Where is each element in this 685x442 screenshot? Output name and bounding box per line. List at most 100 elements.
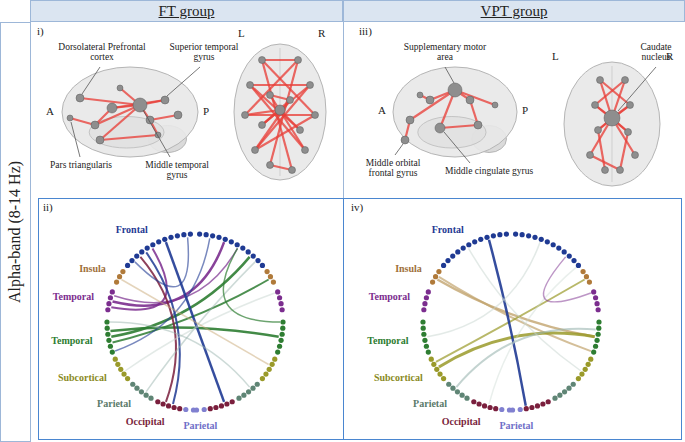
lobe-label: Temporal [53,291,94,302]
region-node [617,167,624,174]
region-dot [264,269,269,274]
lobe-label: Frontal [432,224,464,235]
region-dot [139,389,144,394]
connection-line [440,125,478,128]
region-label: A [378,104,386,116]
group-heading: VPT group [481,1,548,21]
region-dot [115,362,120,367]
region-dot [275,289,280,294]
region-node [289,167,296,174]
region-dot [593,295,598,300]
region-label: Superior temporal gyrus [164,42,244,63]
region-dot [493,406,498,411]
region-dot [230,399,235,404]
region-node [587,152,594,159]
region-dot [110,349,115,354]
region-dot [277,344,282,349]
region-dot [455,389,460,394]
region-dot [466,242,471,247]
region-dot [596,307,601,312]
chord [427,242,540,337]
region-node [466,96,474,104]
region-dot [223,237,228,242]
region-dot [113,357,118,362]
region-dot [213,405,218,410]
region-dot [194,407,199,412]
region-dot [166,403,171,408]
region-dot [145,246,150,251]
region-dot [267,367,272,372]
lobe-label: Insula [79,263,106,274]
region-dot [106,301,111,306]
region-dot [156,239,161,244]
region-dot [229,239,234,244]
region-dot [150,242,155,247]
region-dot [197,232,202,237]
region-label: Supplementary motor area [398,42,492,63]
region-dot [497,232,502,237]
region-node [287,97,294,104]
region-dot [421,307,426,312]
region-dot [540,401,545,406]
region-dot [430,279,435,284]
region-node [401,136,409,144]
region-dot [270,362,275,367]
region-label: L [552,50,559,62]
region-dot [545,239,550,244]
region-dot [513,232,518,237]
region-node [302,147,309,154]
region-dot [280,319,285,324]
region-dot [148,396,153,401]
region-dot [594,338,599,343]
region-dot [478,237,483,242]
region-dot [576,376,581,381]
region-dot [175,233,180,238]
lobe-label: Parietal [500,420,534,431]
region-node [417,92,423,98]
region-node [632,152,639,159]
region-dot [556,246,561,251]
region-node [247,82,254,89]
region-node [242,112,249,119]
region-dot [583,367,588,372]
region-node [597,77,604,84]
region-dot [251,253,256,258]
region-node [622,77,629,84]
region-dot [588,357,593,362]
cortex [62,67,198,157]
lobe-label: Temporal [369,291,410,302]
lobe-label: Parietal [184,420,218,431]
region-dot [168,235,173,240]
region-dot [596,319,601,324]
region-dot [161,401,166,406]
region-dot [275,349,280,354]
region-dot [461,246,466,251]
leader-lines [71,67,656,163]
lobe-label: Occipital [442,416,481,427]
lobe-label: Subcortical [58,372,107,383]
region-node [406,116,414,124]
region-label: A [46,105,54,117]
connection-line [620,132,628,170]
lobe-label: Insula [395,263,422,274]
region-label: Middle temporal gyrus [138,160,216,181]
region-dot [579,371,584,376]
region-dot [134,253,139,258]
region-dot [471,399,476,404]
region-node [161,96,169,104]
region-dot [450,386,455,391]
region-dot [431,362,436,367]
region-node [252,147,259,154]
lobe-label: Subcortical [374,372,423,383]
region-dot [260,376,265,381]
connection-line [150,115,178,120]
region-dot [424,295,429,300]
region-dot [255,258,260,263]
region-dot [125,376,130,381]
region-dot [421,332,426,337]
region-dot [120,269,125,274]
region-dot [171,405,176,410]
region-label: Pars triangularis [50,160,112,170]
region-dot [562,249,567,254]
